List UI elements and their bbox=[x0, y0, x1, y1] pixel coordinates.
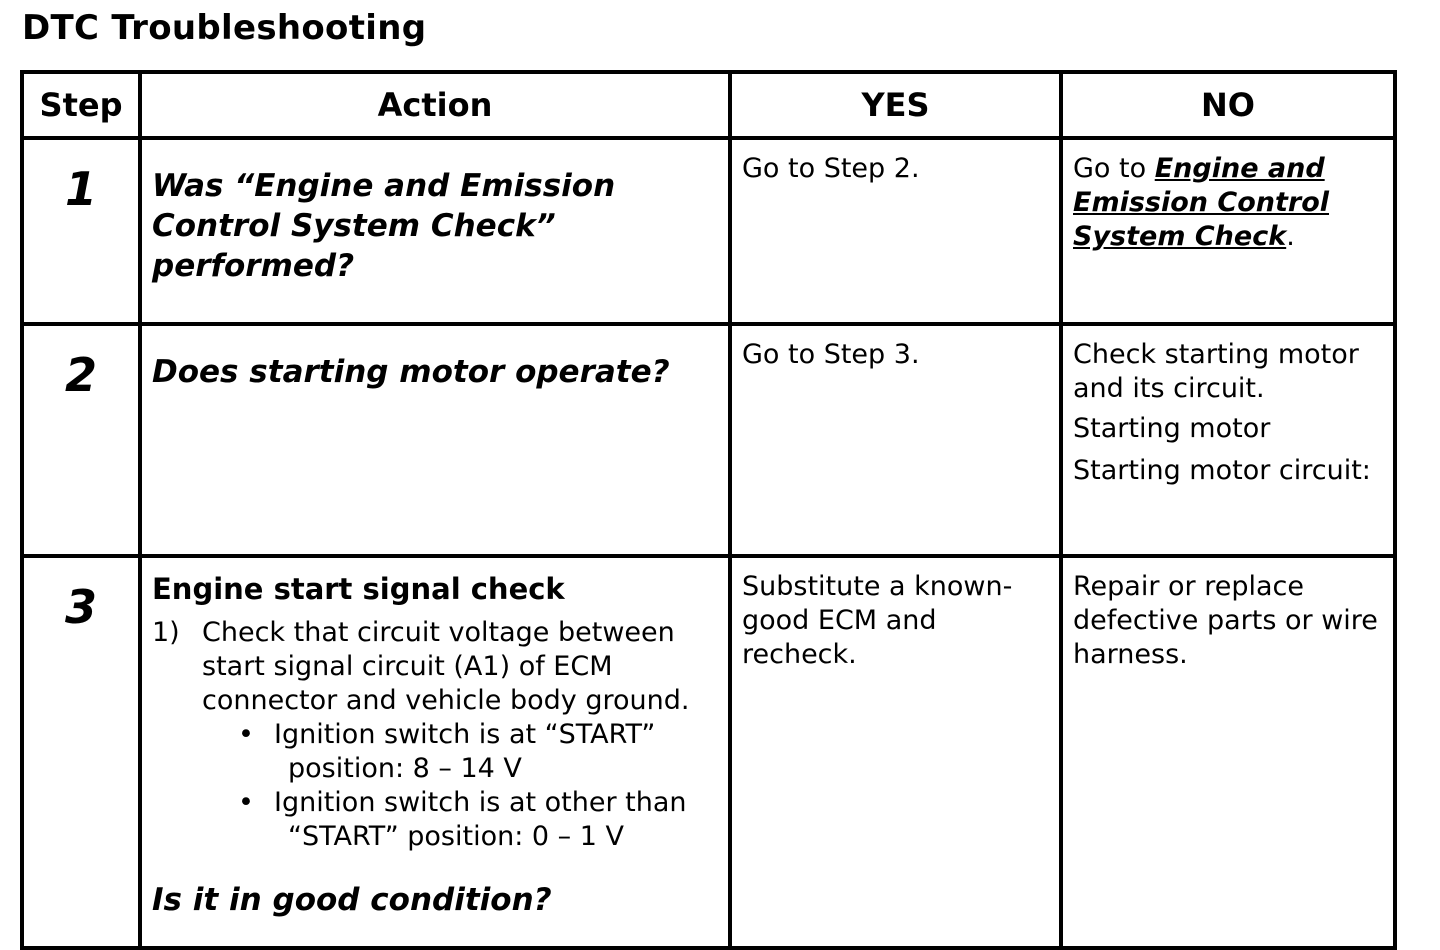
no-cell: Repair or replace defective parts or wir… bbox=[1059, 554, 1397, 950]
condition-line: Ignition switch is at other than bbox=[274, 787, 687, 818]
action-step-item: 1) Check that circuit voltage between st… bbox=[152, 616, 718, 854]
condition-item: Ignition switch is at other than “START”… bbox=[238, 786, 718, 854]
action-question: Was “Engine and Emission Control System … bbox=[138, 136, 732, 326]
starting-motor-ref: Starting motor bbox=[1073, 413, 1271, 444]
step-number: 2 bbox=[20, 322, 142, 558]
condition-line: Ignition switch is at “START” bbox=[274, 719, 656, 750]
yes-cell: Go to Step 2. bbox=[728, 136, 1063, 326]
condition-value: “START” position: 0 – 1 V bbox=[288, 821, 624, 852]
action-question: Is it in good condition? bbox=[152, 882, 552, 918]
table-row: 1 Was “Engine and Emission Control Syste… bbox=[20, 136, 1397, 326]
step-number: 3 bbox=[20, 554, 142, 950]
condition-list: Ignition switch is at “START” position: … bbox=[202, 718, 718, 854]
table-row: 3 Engine start signal check 1) Check tha… bbox=[20, 554, 1397, 950]
engine-check-link[interactable]: Engine and Emission Control System Check bbox=[1073, 153, 1330, 252]
item-text: Check that circuit voltage between start… bbox=[202, 617, 690, 716]
yes-cell: Substitute a known-good ECM and recheck. bbox=[728, 554, 1063, 950]
header-no: NO bbox=[1059, 70, 1397, 140]
step-number: 1 bbox=[20, 136, 142, 326]
no-cell: Check starting motor and its circuit. St… bbox=[1059, 322, 1397, 558]
no-main-text: Check starting motor and its circuit. bbox=[1073, 339, 1359, 404]
page-title: DTC Troubleshooting bbox=[22, 8, 427, 48]
header-action: Action bbox=[138, 70, 732, 140]
action-cell: Engine start signal check 1) Check that … bbox=[138, 554, 732, 950]
starting-motor-circuit-ref: Starting motor circuit: bbox=[1073, 455, 1371, 486]
table-row: 2 Does starting motor operate? Go to Ste… bbox=[20, 322, 1397, 558]
action-question: Does starting motor operate? bbox=[138, 322, 732, 558]
no-cell: Go to Engine and Emission Control System… bbox=[1059, 136, 1397, 326]
condition-item: Ignition switch is at “START” position: … bbox=[238, 718, 718, 786]
condition-value: position: 8 – 14 V bbox=[288, 753, 522, 784]
header-step: Step bbox=[20, 70, 142, 140]
action-heading: Engine start signal check bbox=[152, 572, 565, 606]
header-yes: YES bbox=[728, 70, 1063, 140]
no-prefix: Go to bbox=[1073, 153, 1155, 184]
table-header-row: Step Action YES NO bbox=[20, 70, 1397, 140]
no-suffix: . bbox=[1286, 221, 1295, 252]
item-number: 1) bbox=[152, 617, 180, 648]
yes-cell: Go to Step 3. bbox=[728, 322, 1063, 558]
dtc-table: Step Action YES NO 1 Was “Engine and Emi… bbox=[20, 70, 1397, 950]
